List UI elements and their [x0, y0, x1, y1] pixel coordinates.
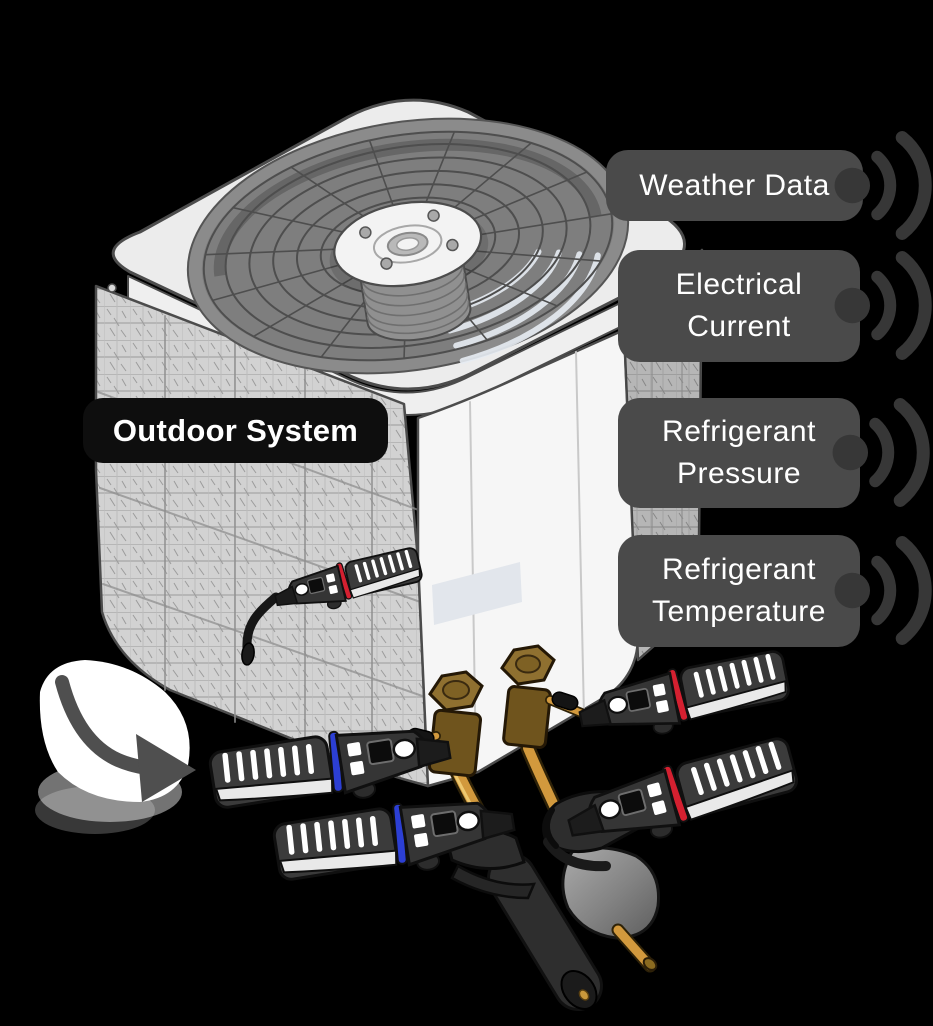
outdoor-system-label: Outdoor System: [83, 398, 388, 463]
probe-sensor-coil-temperature: [241, 544, 426, 666]
callout-electrical-current-label: Electrical: [675, 268, 803, 301]
callout-refrigerant-pressure: Refrigerant Pressure: [618, 398, 860, 508]
curved-arrow-icon: [55, 675, 196, 802]
wireless-signal-icon: [834, 131, 932, 240]
callout-weather-data-label: Weather Data: [639, 168, 830, 202]
callout-refrigerant-pressure-label: Refrigerant: [662, 415, 816, 448]
fan-grille: [186, 117, 630, 375]
callout-weather-data: Weather Data: [606, 150, 863, 221]
wireless-signal-icon: [832, 398, 930, 507]
wireless-signal-icon: [834, 251, 932, 360]
front-panel: [416, 328, 640, 788]
wireless-signal-icon: [834, 536, 932, 645]
outdoor-system-label-text: Outdoor System: [112, 412, 359, 448]
rim-screw: [107, 283, 117, 293]
fan-hub: [329, 200, 489, 342]
sensor-bulb: [561, 846, 661, 973]
callout-refrigerant-temperature-label: Refrigerant: [662, 553, 816, 586]
service-valve-right: [500, 644, 589, 749]
nameplate: [432, 562, 522, 625]
callout-electrical-current: Electrical Current: [618, 250, 860, 362]
callout-refrigerant-temperature: Refrigerant Temperature: [618, 535, 860, 647]
